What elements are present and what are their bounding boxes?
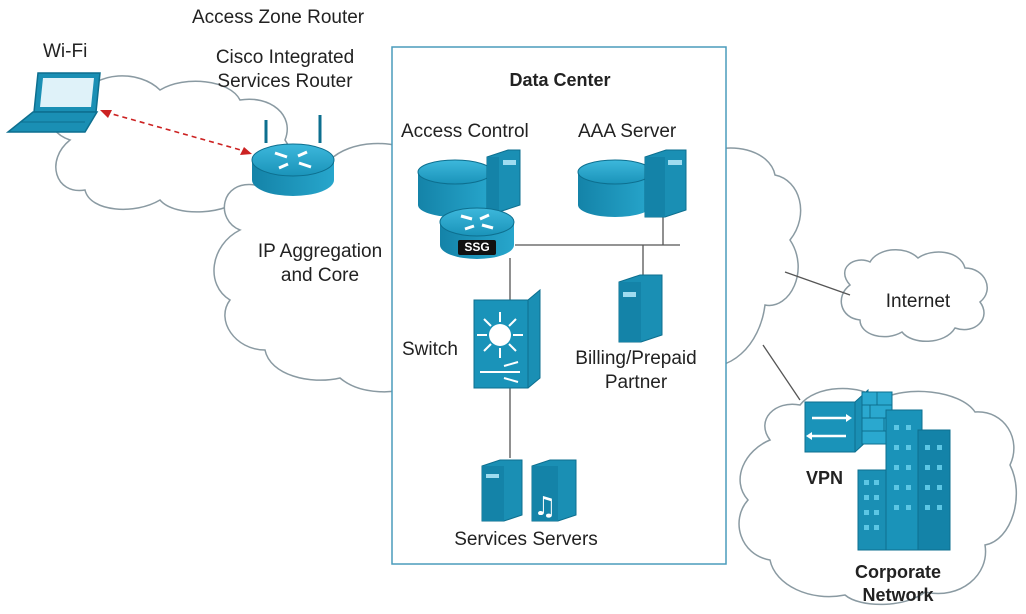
firewall-icon [804, 388, 893, 453]
billing-label-line1: Billing/Prepaid [575, 348, 697, 369]
services-servers-label: Services Servers [454, 529, 598, 550]
vpn-label: VPN [806, 468, 844, 488]
access-control-label: Access Control [401, 121, 529, 142]
services-server-icon [481, 459, 523, 522]
aaa-server-label: AAA Server [578, 121, 677, 142]
data-center-title: Data Center [509, 70, 611, 90]
corporate-network-label-line2: Network [862, 585, 934, 605]
router-icon [251, 115, 335, 196]
internet-label: Internet [885, 291, 951, 312]
wifi-label: Wi-Fi [43, 41, 88, 62]
internet-cloud [840, 249, 988, 343]
ssg-router-icon [439, 207, 515, 259]
billing-label-line2: Partner [604, 372, 668, 393]
billing-server-icon [618, 274, 663, 343]
ssg-badge: SSG [464, 240, 490, 254]
music-server-icon: ♫ [531, 459, 577, 522]
cisco-isr-label-line1: Cisco Integrated [215, 47, 355, 68]
switch-label: Switch [402, 339, 458, 360]
wifi-link [100, 110, 252, 155]
multilayer-switch-icon [473, 288, 541, 389]
access-control-database-icon [417, 159, 493, 217]
aaa-server-icon [644, 149, 687, 218]
ip-aggregation-label-line1: IP Aggregation [257, 241, 383, 262]
connection-lines [509, 215, 851, 458]
corporate-network-label-line1: Corporate [854, 562, 942, 582]
laptop-icon [5, 72, 101, 133]
building-icon [857, 409, 951, 551]
access-control-server-icon [486, 149, 521, 213]
access-zone-router-label: Access Zone Router [192, 7, 365, 28]
aaa-database-icon [577, 159, 653, 217]
svg-text:♫: ♫ [533, 492, 556, 522]
ip-aggregation-label-line2: and Core [280, 265, 360, 286]
cisco-isr-label-line2: Services Router [217, 71, 353, 92]
